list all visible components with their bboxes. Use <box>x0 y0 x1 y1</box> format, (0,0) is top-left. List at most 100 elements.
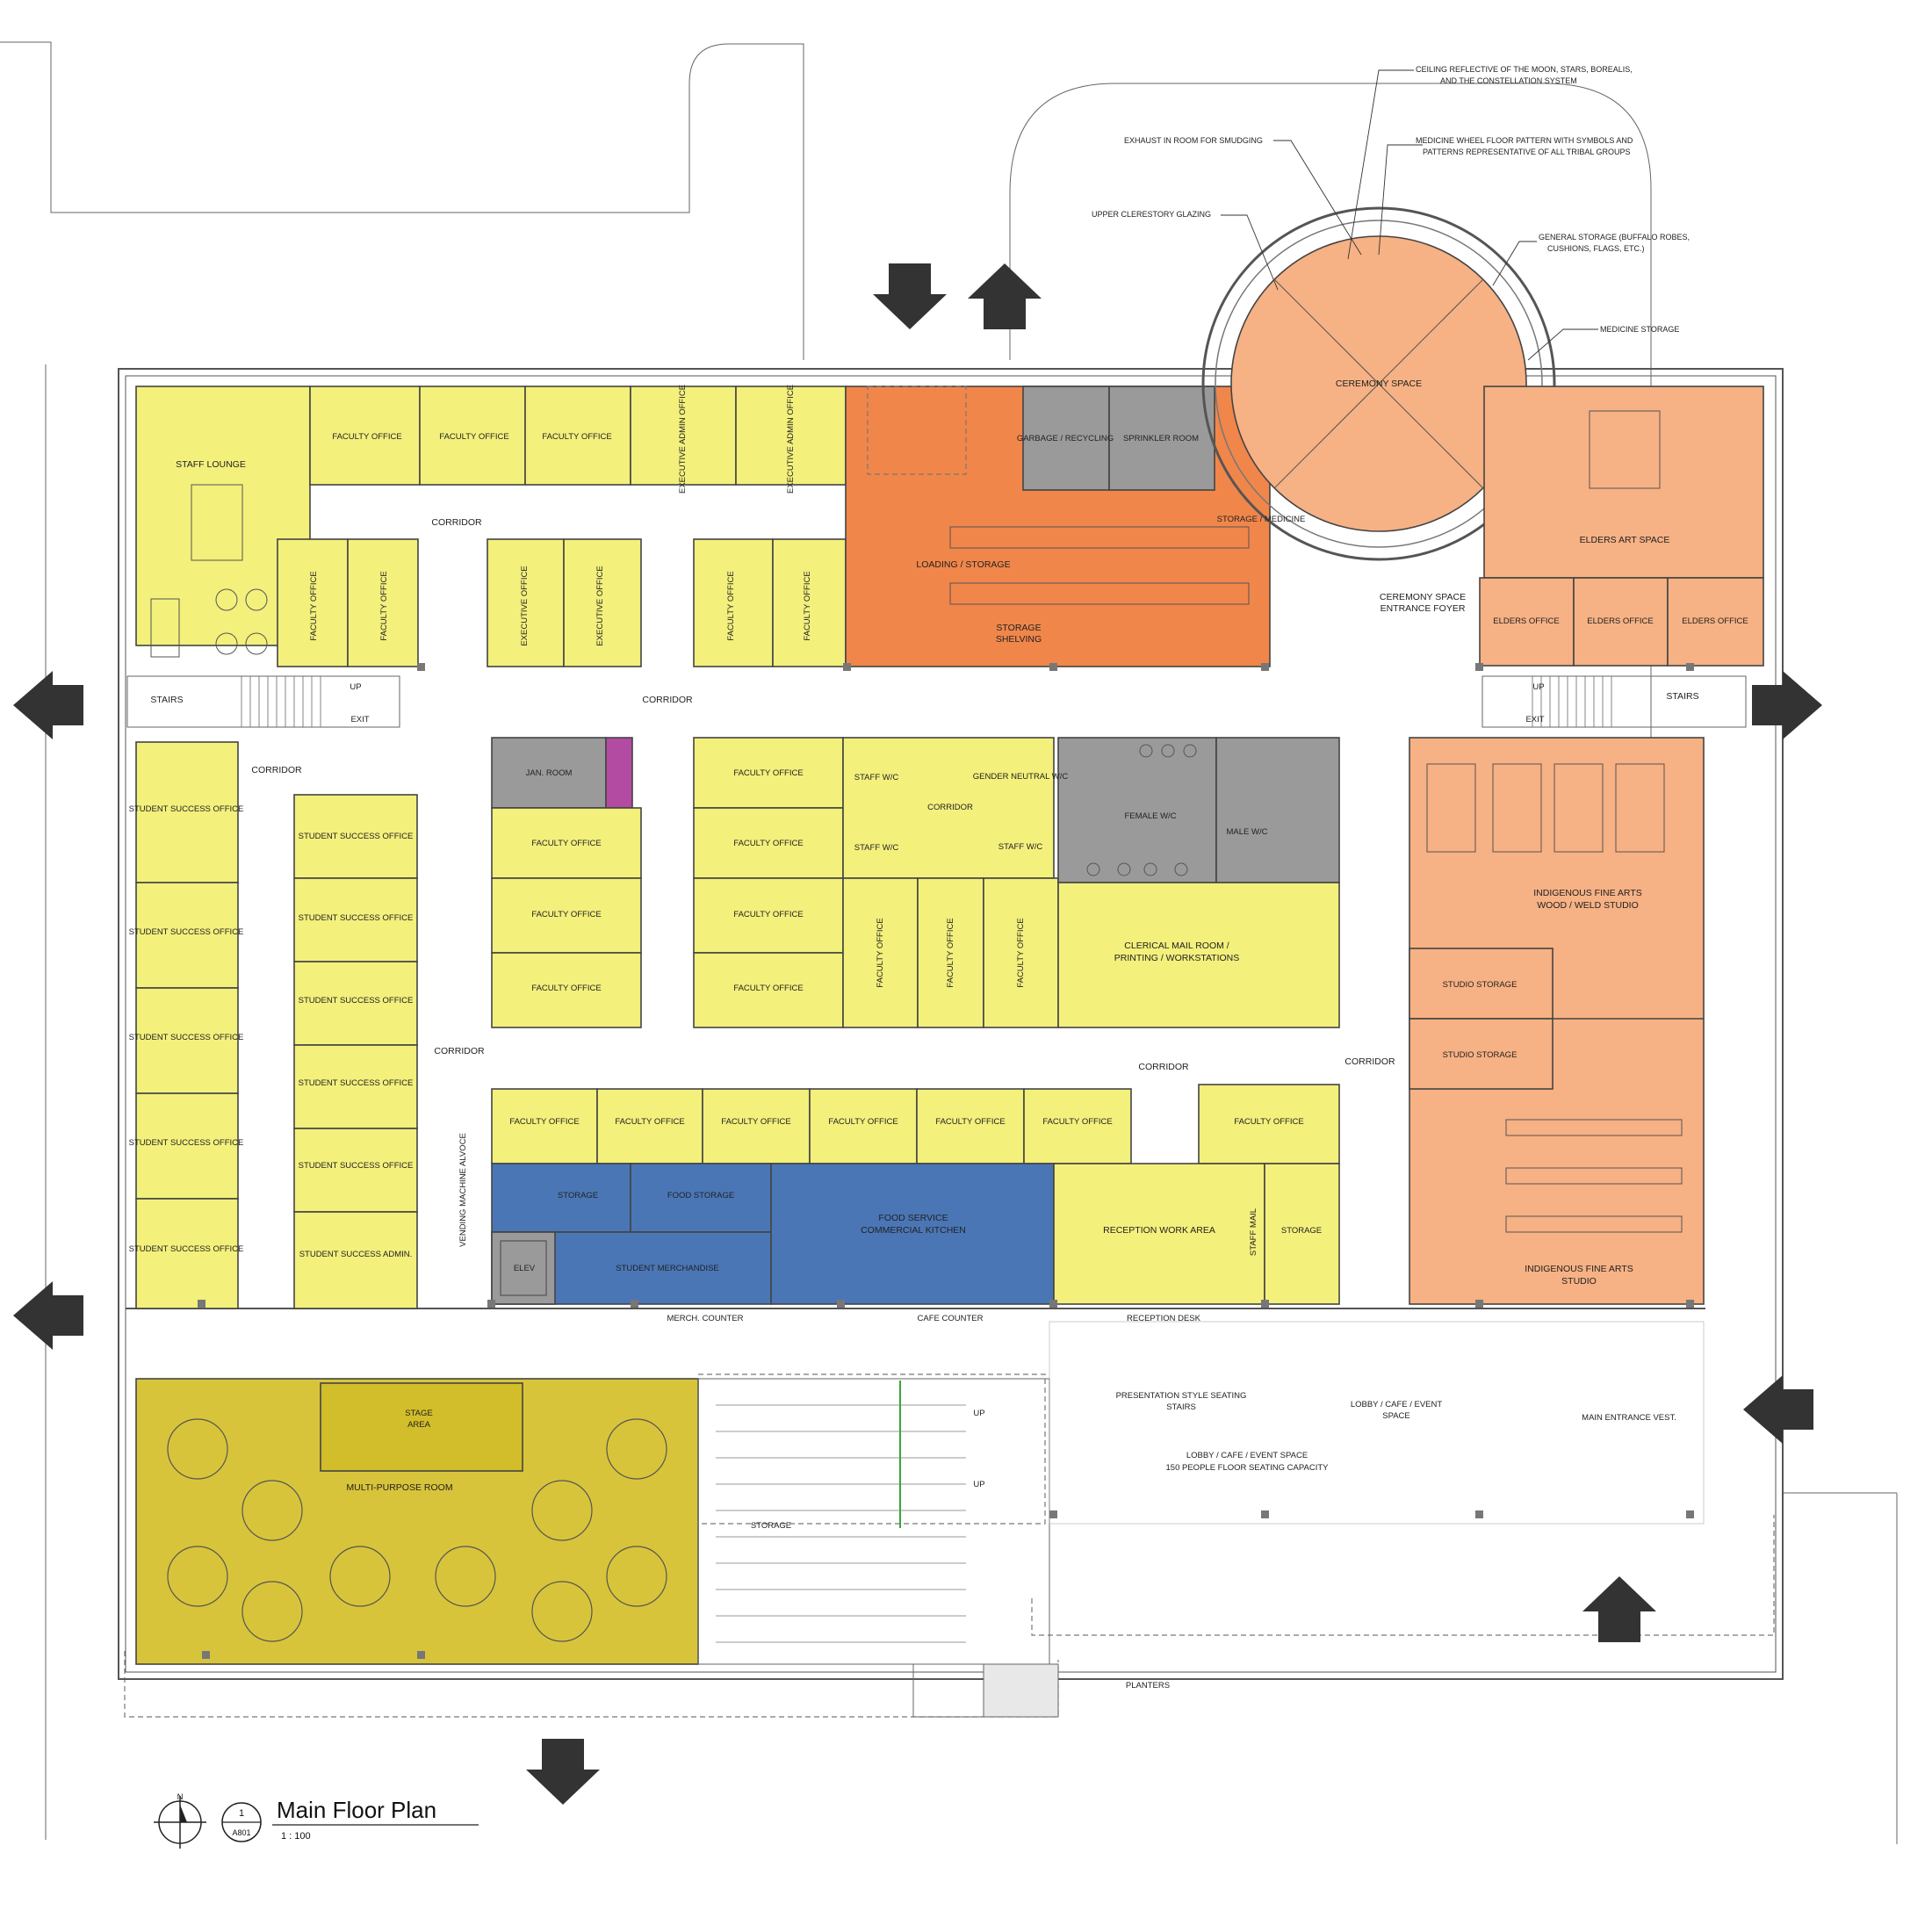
label-staff-lounge: STAFF LOUNGE <box>176 459 246 470</box>
label-capacity: 150 PEOPLE FLOOR SEATING CAPACITY <box>1166 1463 1330 1473</box>
loading-block <box>845 386 1271 667</box>
label-food-service: FOOD SERVICE <box>878 1213 948 1223</box>
label-merch-counter: MERCH. COUNTER <box>667 1314 743 1323</box>
east-arts-block <box>1409 737 1705 1305</box>
label-ss-office: STUDENT SUCCESS OFFICE <box>129 1138 244 1148</box>
label-faculty-office: FACULTY OFFICE <box>1234 1117 1303 1127</box>
label-ss-office: STUDENT SUCCESS OFFICE <box>299 913 414 923</box>
label-lobby-space: SPACE <box>1382 1411 1410 1421</box>
label-corridor: CORRIDOR <box>927 803 973 812</box>
storage-east <box>1264 1163 1340 1305</box>
arrow-left-icon <box>13 671 83 739</box>
studio-storage-2 <box>1409 1018 1554 1090</box>
label-exit: EXIT <box>350 715 369 724</box>
label-wood-weld-studio: WOOD / WELD STUDIO <box>1537 900 1639 911</box>
label-faculty-office: FACULTY OFFICE <box>946 918 955 987</box>
label-ss-office: STUDENT SUCCESS OFFICE <box>299 996 414 1006</box>
label-faculty-office: FACULTY OFFICE <box>721 1117 790 1127</box>
label-faculty-office: FACULTY OFFICE <box>935 1117 1005 1127</box>
label-arts-studio-2: STUDIO <box>1561 1276 1597 1287</box>
sheet-number: A801 <box>232 1828 250 1837</box>
reception-work-area <box>1053 1163 1265 1305</box>
view-number: 1 <box>239 1808 244 1819</box>
elders-block <box>1479 386 1764 667</box>
jan-room <box>491 737 607 809</box>
elevator <box>491 1231 556 1305</box>
nw-office-block <box>135 386 847 667</box>
label-faculty-office: FACULTY OFFICE <box>733 910 803 919</box>
label-faculty-office: FACULTY OFFICE <box>332 432 401 442</box>
label-ss-admin: STUDENT SUCCESS ADMIN. <box>299 1250 413 1259</box>
label-faculty-office: FACULTY OFFICE <box>531 984 601 993</box>
label-male-wc: MALE W/C <box>1227 827 1268 837</box>
multi-purpose-block <box>135 1378 1059 1718</box>
central-block <box>491 737 1340 1028</box>
note-ceiling-2: AND THE CONSTELLATION SYSTEM <box>1440 76 1577 85</box>
label-faculty-office: FACULTY OFFICE <box>615 1117 684 1127</box>
label-presentation-stairs: STAIRS <box>1166 1402 1196 1412</box>
label-corridor: CORRIDOR <box>642 695 693 705</box>
arrow-down-icon <box>526 1739 600 1805</box>
label-cafe-counter: CAFE COUNTER <box>918 1314 984 1323</box>
label-up: UP <box>350 682 361 692</box>
label-up: UP <box>973 1409 984 1418</box>
label-vending: VENDING MACHINE ALVOCE <box>458 1133 468 1247</box>
label-stairs: STAIRS <box>1666 691 1698 702</box>
note-wheel-2: PATTERNS REPRESENTATIVE OF ALL TRIBAL GR… <box>1423 148 1631 156</box>
lobby <box>1049 1321 1705 1525</box>
arrow-up-icon <box>1582 1576 1656 1642</box>
storage-room <box>491 1163 631 1233</box>
label-faculty-office: FACULTY OFFICE <box>531 910 601 919</box>
label-shelving: SHELVING <box>996 634 1042 645</box>
label-up: UP <box>973 1480 984 1489</box>
label-exec-admin: EXECUTIVE ADMIN OFFICE <box>786 385 796 494</box>
note-general-2: CUSHIONS, FLAGS, ETC.) <box>1547 244 1645 253</box>
label-faculty-office: FACULTY OFFICE <box>876 918 885 987</box>
clerical-room <box>1057 882 1340 1028</box>
label-garbage: GARBAGE / RECYCLING <box>1017 434 1114 443</box>
label-corridor: CORRIDOR <box>251 765 302 775</box>
label-food-storage: FOOD STORAGE <box>667 1191 734 1200</box>
label-exec-admin: EXECUTIVE ADMIN OFFICE <box>678 385 688 494</box>
label-ss-office: STUDENT SUCCESS OFFICE <box>299 1161 414 1171</box>
label-stairs: STAIRS <box>150 695 183 705</box>
label-storage: STORAGE <box>996 623 1041 633</box>
label-printing: PRINTING / WORKSTATIONS <box>1114 953 1240 963</box>
north-arrow-icon <box>154 1796 206 1849</box>
note-ceiling: CEILING REFLECTIVE OF THE MOON, STARS, B… <box>1416 65 1633 74</box>
label-main-vest: MAIN ENTRANCE VEST. <box>1582 1413 1676 1423</box>
label-ss-office: STUDENT SUCCESS OFFICE <box>299 1078 414 1088</box>
label-ss-office: STUDENT SUCCESS OFFICE <box>299 832 414 841</box>
drawing-scale: 1 : 100 <box>281 1831 311 1842</box>
label-jan-room: JAN. ROOM <box>526 768 573 778</box>
label-corridor: CORRIDOR <box>431 517 482 528</box>
label-lobby: LOBBY / CAFE / EVENT <box>1351 1400 1443 1409</box>
label-up: UP <box>1532 682 1544 692</box>
arrow-left-icon <box>13 1281 83 1350</box>
title-block <box>221 1802 479 1842</box>
label-staff-mail: STAFF MAIL <box>1249 1208 1258 1256</box>
label-faculty-office: FACULTY OFFICE <box>1042 1117 1112 1127</box>
label-elders-art: ELDERS ART SPACE <box>1580 535 1670 545</box>
label-faculty-office: FACULTY OFFICE <box>379 571 389 640</box>
ceremony-block <box>1201 206 1556 561</box>
note-leaders <box>1221 69 1598 361</box>
label-faculty-office: FACULTY OFFICE <box>733 768 803 778</box>
note-medicine: MEDICINE STORAGE <box>1600 325 1679 334</box>
exit-arrows <box>13 263 1822 1805</box>
label-reception-desk: RECEPTION DESK <box>1127 1314 1201 1323</box>
label-stage: STAGE <box>405 1409 433 1418</box>
label-faculty-office: FACULTY OFFICE <box>531 839 601 848</box>
label-gender-neutral: GENDER NEUTRAL W/C <box>973 772 1069 782</box>
label-faculty-office: FACULTY OFFICE <box>439 432 508 442</box>
note-exhaust: EXHAUST IN ROOM FOR SMUDGING <box>1124 136 1263 145</box>
label-faculty-office: FACULTY OFFICE <box>726 571 736 640</box>
label-lobby-full: LOBBY / CAFE / EVENT SPACE <box>1186 1451 1308 1460</box>
label-staff-wc: STAFF W/C <box>854 773 899 782</box>
label-faculty-office: FACULTY OFFICE <box>828 1117 898 1127</box>
arrow-down-icon <box>873 263 947 329</box>
label-entrance-foyer: ENTRANCE FOYER <box>1381 603 1466 614</box>
male-wc <box>1215 737 1340 883</box>
label-faculty-office: FACULTY OFFICE <box>733 839 803 848</box>
